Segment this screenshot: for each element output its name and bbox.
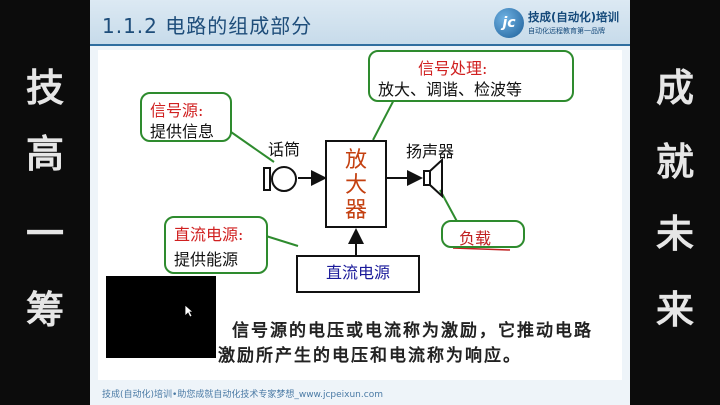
amplifier-char-1: 放 xyxy=(344,148,367,173)
side-char-5: 成 xyxy=(655,66,694,110)
slide: 1.1.2 电路的组成部分 jc 技成(自动化)培训 自动化远程教育第一品牌 xyxy=(90,0,630,405)
dc-power-title: 直流电源: xyxy=(174,225,244,244)
logo-mark-icon: jc xyxy=(494,8,524,38)
dc-source-box: 直流电源 xyxy=(296,255,420,293)
dc-power-text: 提供能源 xyxy=(174,250,239,269)
dc-power-bubble: 直流电源: 提供能源 xyxy=(164,216,268,274)
load-bubble: 负载 xyxy=(441,220,525,248)
slide-footer: 技成(自动化)培训•助您成就自动化技术专家梦想_www.jcpeixun.com xyxy=(90,382,630,405)
side-char-8: 来 xyxy=(655,288,694,332)
speaker-label: 扬声器 xyxy=(406,142,455,161)
signal-source-text: 提供信息 xyxy=(150,122,215,141)
signal-processing-bubble: 信号处理: 放大、调谐、检波等 xyxy=(368,50,574,102)
side-char-7: 未 xyxy=(655,212,694,256)
description-line-2: 激励所产生的电压和电流称为响应。 xyxy=(218,346,522,366)
logo-name: 技成(自动化)培训 xyxy=(528,10,620,24)
amplifier-char-2: 大 xyxy=(344,173,367,198)
signal-source-title: 信号源: xyxy=(150,101,204,120)
side-char-6: 就 xyxy=(655,140,694,184)
microphone-icon xyxy=(263,166,297,192)
mouse-cursor-icon xyxy=(184,304,194,318)
source-pointer xyxy=(230,131,275,163)
microphone-label: 话筒 xyxy=(268,140,301,159)
left-side-panel: 技 高 一 筹 xyxy=(0,0,90,405)
amplifier-char-3: 器 xyxy=(344,198,367,223)
power-pointer xyxy=(265,235,299,247)
side-char-2: 高 xyxy=(25,132,64,176)
brand-logo: jc 技成(自动化)培训 自动化远程教育第一品牌 xyxy=(494,8,624,40)
slide-title: 1.1.2 电路的组成部分 xyxy=(102,14,313,38)
side-char-1: 技 xyxy=(25,66,64,110)
logo-slogan: 自动化远程教育第一品牌 xyxy=(528,27,605,35)
load-underline xyxy=(452,247,511,251)
load-label: 负载 xyxy=(459,229,492,248)
slide-header: 1.1.2 电路的组成部分 jc 技成(自动化)培训 自动化远程教育第一品牌 xyxy=(90,0,630,46)
amplifier-box: 放 大 器 xyxy=(325,140,387,228)
description-line-1: 信号源的电压或电流称为激励，它推动电路 xyxy=(232,321,593,341)
video-overlay xyxy=(106,276,216,358)
side-char-3: 一 xyxy=(25,212,64,256)
speaker-icon xyxy=(423,157,443,199)
footer-text: 技成(自动化)培训•助您成就自动化技术专家梦想_www.jcpeixun.com xyxy=(102,390,383,400)
diagram-area: 信号源: 提供信息 信号处理: 放大、调谐、检波等 直流电源: 提供能源 话筒 … xyxy=(98,50,622,380)
signal-processing-title: 信号处理: xyxy=(418,59,488,78)
dc-source-label: 直流电源 xyxy=(325,263,390,282)
side-char-4: 筹 xyxy=(25,288,64,332)
right-side-panel: 成 就 未 来 xyxy=(630,0,720,405)
signal-processing-text: 放大、调谐、检波等 xyxy=(378,80,523,99)
signal-source-bubble: 信号源: 提供信息 xyxy=(140,92,232,142)
